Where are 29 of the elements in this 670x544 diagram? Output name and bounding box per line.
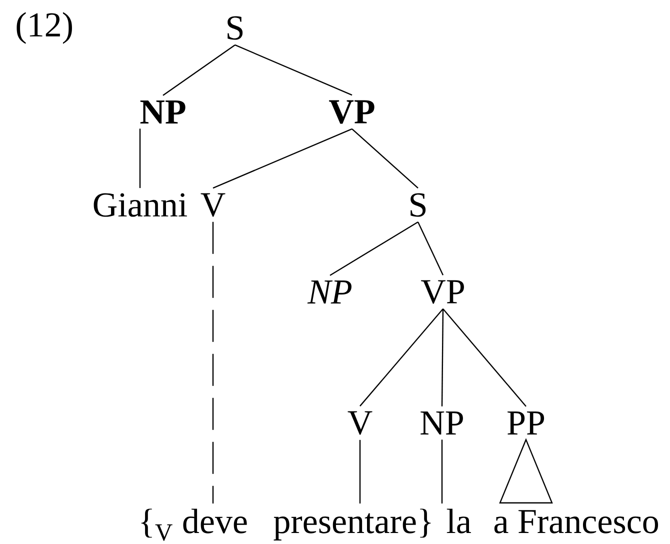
- branch-line: [417, 222, 444, 276]
- branch-line: [442, 308, 526, 407]
- leaf-word: a Francesco: [494, 510, 658, 534]
- category-label: V: [348, 411, 372, 435]
- category-label: S: [228, 16, 243, 40]
- branch-line: [212, 222, 214, 504]
- branch-line: [139, 128, 141, 188]
- category-label: VP: [421, 280, 464, 304]
- branch-line: [212, 128, 352, 189]
- category-label: PP: [508, 412, 544, 434]
- category-label: NP: [140, 100, 186, 124]
- branch-line: [330, 221, 418, 276]
- branch-line: [162, 44, 236, 96]
- category-label: VP: [329, 100, 374, 124]
- leaf-word: presentare}: [274, 508, 431, 540]
- category-label: V: [200, 193, 226, 217]
- branch-line: [359, 440, 361, 504]
- category-label: NP: [307, 280, 352, 304]
- example-number: (12): [16, 12, 72, 44]
- branch-line: [441, 440, 443, 504]
- category-label: NP: [420, 412, 463, 434]
- branch-line: [441, 308, 444, 406]
- branch-line: [352, 128, 418, 188]
- leaf-word: Gianni: [94, 193, 187, 217]
- leaf-word: {$_{V}$ deve: [141, 508, 247, 541]
- category-label: S: [410, 193, 426, 217]
- leaf-word: la: [446, 508, 471, 534]
- branch-line: [360, 308, 444, 406]
- branch-line: [234, 44, 352, 96]
